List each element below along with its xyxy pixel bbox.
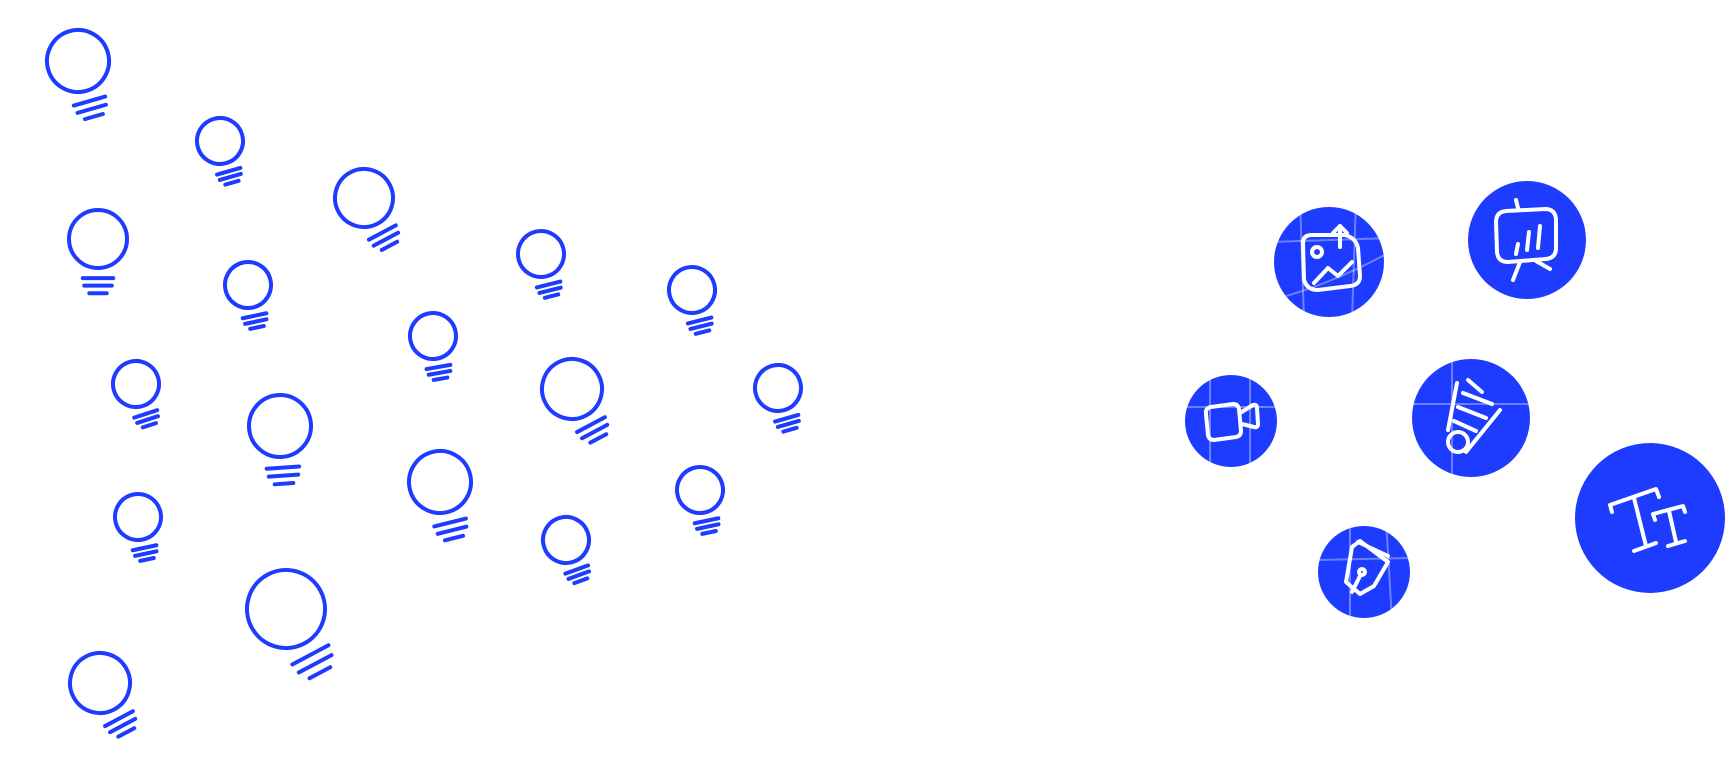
- lightbulb-icon: [245, 568, 334, 681]
- lightbulb-icon: [333, 167, 401, 252]
- lightbulb-icon: [247, 393, 313, 487]
- lightbulb-icon: [68, 651, 138, 739]
- lightbulb-icon: [45, 28, 111, 122]
- ladder-icon: [1446, 378, 1502, 454]
- lightbulb-icon: [223, 260, 273, 331]
- presentation-chart-icon: [1494, 198, 1558, 282]
- video-camera-icon: [1203, 402, 1260, 442]
- lightbulb-icon: [111, 359, 161, 430]
- lightbulb-icon: [541, 515, 592, 586]
- lightbulb-icon: [540, 357, 610, 445]
- lightbulb-icon: [408, 311, 458, 382]
- lightbulb-icon: [407, 449, 473, 543]
- video-camera-badge: [1185, 375, 1277, 467]
- presentation-chart-badge: [1468, 181, 1586, 299]
- pen-nib-badge: [1318, 526, 1410, 618]
- ladder-badge: [1412, 359, 1530, 477]
- lightbulb-cluster: [45, 28, 803, 739]
- text-typography-icon: [1608, 487, 1687, 553]
- image-upload-icon: [1301, 224, 1362, 292]
- lightbulb-icon: [67, 208, 129, 296]
- lightbulb-icon: [516, 229, 566, 300]
- lightbulb-icon: [195, 116, 245, 187]
- lightbulb-icon: [667, 265, 717, 336]
- pen-nib-icon: [1344, 539, 1390, 596]
- lightbulb-icon: [753, 363, 803, 434]
- lightbulb-icon: [113, 492, 163, 563]
- text-typography-badge: [1575, 443, 1725, 593]
- lightbulb-icon: [675, 465, 725, 536]
- image-upload-badge: [1274, 207, 1384, 317]
